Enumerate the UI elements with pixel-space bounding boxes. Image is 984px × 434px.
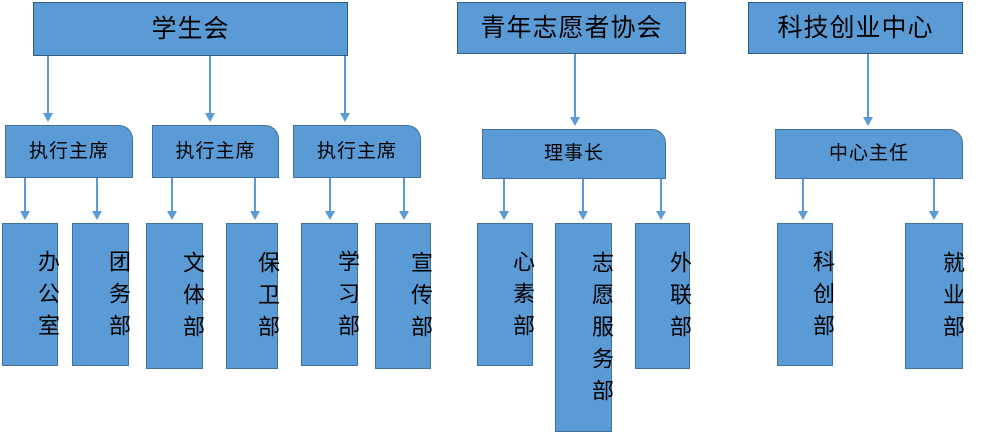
- arrow-head-icon: [325, 211, 335, 220]
- connector-chair-3-to-study: [325, 178, 335, 220]
- arrow-head-icon: [167, 211, 177, 220]
- connector-president-to-liaison: [656, 179, 666, 220]
- arrow-head-icon: [340, 113, 350, 122]
- org-dept-student-union-label: 团务部: [105, 249, 130, 346]
- arrow-head-icon: [250, 211, 260, 220]
- org-dept-student-union-label: 学习部: [334, 249, 359, 346]
- org-root-youth-volunteer-association[interactable]: 青年志愿者协会: [457, 2, 686, 54]
- arrow-head-icon: [570, 117, 580, 126]
- org-dept-tech-entrepreneurship-center-1[interactable]: 科创部: [777, 223, 834, 366]
- org-dept-student-union-label: 办公室: [34, 249, 59, 346]
- org-dept-youth-volunteer-association-label: 志愿服务部: [588, 250, 613, 411]
- org-mid-tech-entrepreneurship-center-1[interactable]: 中心主任: [775, 129, 963, 179]
- org-dept-student-union-label: 保卫部: [254, 251, 279, 347]
- org-dept-student-union-label: 宣传部: [407, 251, 432, 347]
- arrow-head-icon: [205, 113, 215, 122]
- connector-yva-to-president: [570, 54, 580, 126]
- arrow-head-icon: [656, 211, 666, 220]
- connector-president-to-volunteer: [578, 179, 588, 220]
- arrow-head-icon: [92, 211, 102, 220]
- connector-chair-2-to-culture-sports: [167, 178, 177, 220]
- connector-president-to-mind: [499, 179, 509, 220]
- arrow-head-icon: [929, 211, 939, 220]
- org-mid-student-union-label: 执行主席: [28, 139, 109, 162]
- org-dept-student-union-2[interactable]: 团务部: [72, 223, 130, 366]
- connector-director-to-employment: [929, 179, 939, 220]
- arrow-head-icon: [578, 211, 588, 220]
- org-mid-student-union-1[interactable]: 执行主席: [5, 125, 133, 178]
- arrow-head-icon: [863, 117, 873, 126]
- org-mid-student-union-3[interactable]: 执行主席: [293, 125, 421, 178]
- arrow-head-icon: [20, 211, 30, 220]
- org-root-student-union-label: 学生会: [151, 14, 230, 43]
- org-dept-student-union-3[interactable]: 文体部: [146, 223, 204, 369]
- org-mid-student-union-label: 执行主席: [175, 139, 256, 162]
- connector-tec-to-director: [863, 54, 873, 126]
- org-root-youth-volunteer-association-label: 青年志愿者协会: [480, 13, 663, 42]
- org-dept-youth-volunteer-association-2[interactable]: 志愿服务部: [555, 223, 613, 432]
- org-root-tech-entrepreneurship-center-label: 科技创业中心: [777, 13, 934, 42]
- org-dept-youth-volunteer-association-1[interactable]: 心素部: [477, 223, 534, 366]
- org-mid-youth-volunteer-association-1[interactable]: 理事长: [482, 129, 666, 179]
- connector-student-union-to-chair-1: [43, 56, 53, 122]
- connector-chair-1-to-office: [20, 178, 30, 220]
- org-dept-student-union-5[interactable]: 学习部: [301, 223, 359, 366]
- org-dept-tech-entrepreneurship-center-label: 就业部: [939, 251, 964, 347]
- org-dept-student-union-label: 文体部: [179, 251, 204, 347]
- org-dept-tech-entrepreneurship-center-label: 科创部: [809, 249, 834, 346]
- org-root-student-union[interactable]: 学生会: [33, 2, 348, 56]
- arrow-head-icon: [499, 211, 509, 220]
- connector-student-union-to-chair-3: [340, 56, 350, 122]
- connector-chair-3-to-publicity: [399, 178, 409, 220]
- org-root-tech-entrepreneurship-center[interactable]: 科技创业中心: [748, 2, 963, 54]
- org-dept-youth-volunteer-association-label: 心素部: [509, 249, 534, 346]
- org-mid-student-union-2[interactable]: 执行主席: [152, 125, 279, 178]
- connector-chair-2-to-security: [250, 178, 260, 220]
- org-dept-student-union-1[interactable]: 办公室: [2, 223, 59, 366]
- org-dept-student-union-6[interactable]: 宣传部: [375, 223, 432, 369]
- org-mid-tech-entrepreneurship-center-label: 中心主任: [828, 142, 909, 165]
- arrow-head-icon: [43, 113, 53, 122]
- org-mid-student-union-label: 执行主席: [316, 139, 397, 162]
- connector-chair-1-to-league: [92, 178, 102, 220]
- org-dept-youth-volunteer-association-label: 外联部: [666, 251, 691, 347]
- org-mid-youth-volunteer-association-label: 理事长: [543, 142, 604, 165]
- arrow-head-icon: [399, 211, 409, 220]
- connector-director-to-innovation: [798, 179, 808, 220]
- org-dept-tech-entrepreneurship-center-2[interactable]: 就业部: [905, 223, 964, 369]
- connector-student-union-to-chair-2: [205, 56, 215, 122]
- org-dept-student-union-4[interactable]: 保卫部: [226, 223, 279, 369]
- org-dept-youth-volunteer-association-3[interactable]: 外联部: [635, 223, 691, 369]
- arrow-head-icon: [798, 211, 808, 220]
